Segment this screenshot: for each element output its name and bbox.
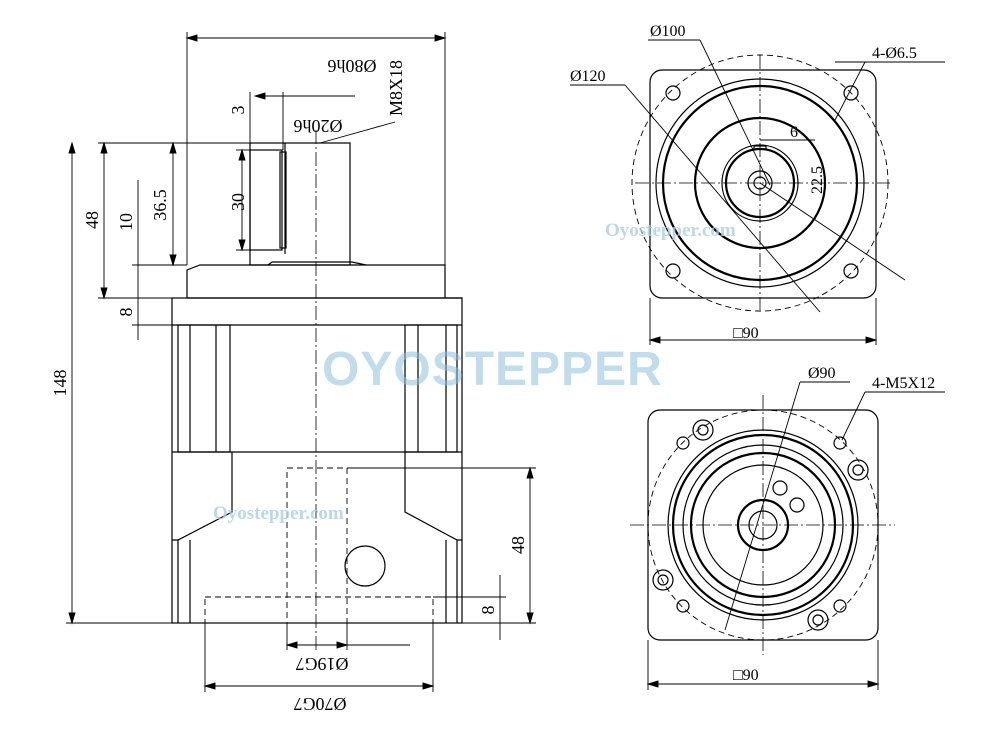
mount-hole: [843, 85, 859, 101]
top-view: Ø100 4-Ø6.5 Ø120 6 22.5 □90: [570, 23, 945, 345]
mount-hole: [665, 85, 681, 101]
dim-top-width: Ø80h6: [328, 56, 377, 76]
keyway: [249, 149, 283, 251]
dim-bottom: Ø70G7: [294, 694, 347, 714]
side-view: Ø80h6 Ø20h6 M8X18 3 30 36.5 10 48 8 148 …: [50, 32, 536, 714]
dim-10: 10: [116, 213, 136, 231]
watermark-site-2: Oyostepper.com: [213, 503, 344, 524]
dim-bottom-square: □90: [733, 667, 759, 684]
dim-48-top: 48: [82, 211, 102, 229]
mount-hole: [843, 263, 859, 279]
dim-bore: Ø19G7: [296, 654, 349, 674]
dim-36-5: 36.5: [150, 189, 170, 221]
mount-hole: [665, 263, 681, 279]
dim-22-5: 22.5: [809, 166, 826, 194]
dim-top-square: □90: [733, 325, 759, 342]
threaded-holes: [652, 419, 869, 631]
dim-d120: Ø120: [570, 68, 606, 85]
top-flange-square: [649, 69, 877, 299]
watermark-site-1: Oyostepper.com: [605, 220, 736, 241]
dim-48-right: 48: [508, 536, 528, 554]
output-shaft: [249, 142, 351, 266]
bottom-view: Ø90 4-M5X12 □90: [630, 365, 945, 690]
dim-threads: 4-M5X12: [872, 375, 935, 392]
dim-6: 6: [790, 124, 798, 141]
dim-thread: M8X18: [386, 60, 406, 116]
dim-148: 148: [50, 370, 70, 397]
dim-30: 30: [228, 193, 248, 211]
dim-3: 3: [228, 106, 248, 115]
dim-shaft-diameter: Ø20h6: [294, 116, 343, 136]
dim-8-right: 8: [478, 606, 498, 615]
dim-holes: 4-Ø6.5: [872, 45, 917, 62]
dim-d100: Ø100: [650, 23, 686, 40]
dim-d90: Ø90: [808, 365, 836, 382]
access-hole: [344, 545, 386, 587]
output-flange: [186, 264, 446, 298]
dim-8-top: 8: [116, 308, 136, 317]
watermark-brand: OYOSTEPPER: [322, 343, 663, 396]
